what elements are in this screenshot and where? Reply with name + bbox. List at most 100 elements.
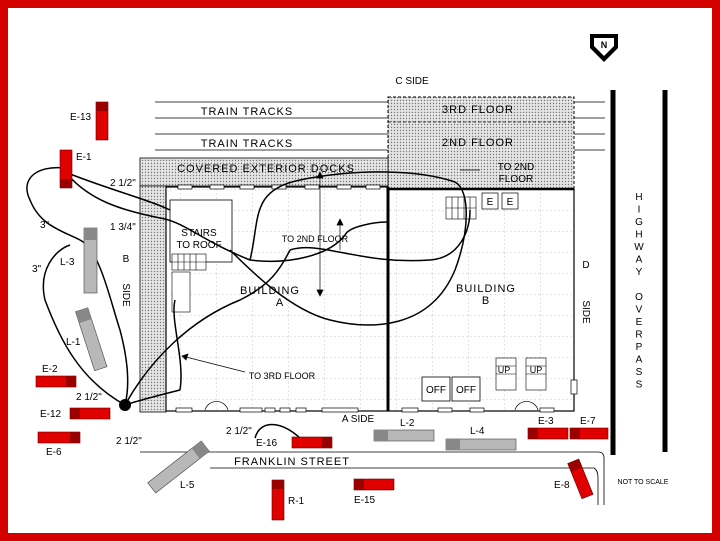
highway-letter: G	[635, 217, 643, 228]
building-a-label-line1: BUILDING	[240, 285, 300, 297]
b-side-label-line2: SIDE	[120, 283, 131, 307]
second-floor-label: 2ND FLOOR	[442, 137, 514, 149]
highway-letter: A	[636, 255, 643, 266]
engine-e1-icon	[59, 149, 73, 189]
label-l5: L-5	[180, 480, 195, 491]
door-swing-b	[514, 401, 539, 411]
b-side-dock-area	[139, 185, 167, 413]
stairs-box	[169, 199, 233, 263]
office-label-1: OFF	[426, 385, 446, 396]
highway-letter: H	[635, 230, 642, 241]
highway-letter: V	[636, 305, 643, 316]
highway-letter: O	[635, 292, 643, 303]
stairs-shaft-a	[171, 271, 191, 313]
a-side-label: A SIDE	[342, 414, 375, 425]
label-e7: E-7	[580, 416, 596, 427]
label-e15: E-15	[354, 495, 376, 506]
ladder-l2-icon	[373, 429, 435, 442]
to-2nd-floor-note-top-line1: TO 2ND	[498, 162, 535, 173]
highway-letter: I	[638, 205, 641, 216]
to-2nd-floor-note-a: TO 2ND FLOOR	[282, 234, 349, 244]
highway-letter: W	[634, 242, 644, 253]
highway-letter: H	[635, 192, 642, 203]
label-l2: L-2	[400, 418, 415, 429]
train-tracks-label-bottom: TRAIN TRACKS	[201, 138, 293, 150]
highway-letter: R	[635, 330, 642, 341]
label-e16: E-16	[256, 438, 278, 449]
label-e1: E-1	[76, 152, 92, 163]
building-b-label-line1: BUILDING	[456, 283, 516, 295]
up-stairs-icon	[495, 357, 547, 391]
engine-e13-icon	[95, 101, 109, 141]
highway-letter: E	[636, 317, 643, 328]
stairs-label-line1: STAIRS	[181, 228, 217, 239]
covered-dock-area	[139, 157, 389, 187]
apparatus-layer: E-13 E-1 L-3 L-1 E-2 E-12 E-6 L-5 E-16 R…	[35, 101, 609, 521]
c-side-label: C SIDE	[395, 76, 429, 87]
engine-e16-icon	[291, 436, 333, 449]
hose-size-4: 3"	[32, 264, 42, 275]
engine-e15-icon	[353, 478, 395, 491]
stairs-label-line2: TO ROOF	[176, 240, 221, 251]
north-label: N	[601, 40, 608, 50]
ladder-l1-icon	[75, 307, 108, 372]
elevator-label-1: E	[487, 197, 494, 208]
label-l1: L-1	[66, 337, 81, 348]
engine-e12-icon	[69, 407, 111, 420]
engine-e6-icon	[37, 431, 81, 444]
engine-e3-icon	[527, 427, 569, 440]
label-l3: L-3	[60, 257, 75, 268]
elevator-box-2	[501, 192, 519, 210]
to-3rd-floor-note: TO 3RD FLOOR	[249, 371, 316, 381]
ladder-l4-icon	[445, 438, 517, 451]
hose-size-7: 2 1/2"	[226, 426, 252, 437]
highway-letter: S	[636, 380, 643, 391]
third-floor-label: 3RD FLOOR	[442, 104, 514, 116]
a-side-doors	[175, 407, 555, 413]
ladder-l3-icon	[83, 227, 98, 294]
highway-letter: A	[636, 355, 643, 366]
rescue-r1-icon	[271, 479, 285, 521]
office-label-2: OFF	[456, 385, 476, 396]
label-e13: E-13	[70, 112, 92, 123]
label-e6: E-6	[46, 447, 62, 458]
stairway-icon-b	[445, 196, 477, 220]
elevator-box-1	[481, 192, 499, 210]
hose-size-1: 2 1/2"	[110, 178, 136, 189]
label-r1: R-1	[288, 496, 305, 507]
elevator-label-2: E	[507, 197, 514, 208]
d-side-door	[570, 379, 578, 395]
north-arrow-icon: N	[590, 34, 618, 62]
building-a-label-line2: A	[276, 297, 284, 309]
b-side-label-line1: B	[123, 254, 130, 265]
engine-e7-icon	[569, 427, 609, 440]
train-tracks-label-top: TRAIN TRACKS	[201, 106, 293, 118]
hose-size-3: 3"	[40, 220, 50, 231]
door-swing-a	[204, 401, 229, 411]
d-side-label-line1: D	[582, 260, 589, 271]
d-side-label-line2: SIDE	[580, 300, 591, 324]
up-label-1: UP	[498, 365, 511, 375]
office-box-1	[421, 376, 451, 402]
to-2nd-floor-note-top-line2: FLOOR	[499, 174, 533, 185]
stairway-icon-a	[171, 253, 207, 271]
office-box-2	[451, 376, 481, 402]
hose-size-2: 1 3/4"	[110, 222, 136, 233]
hose-lines	[26, 166, 471, 439]
direction-arrows	[181, 169, 480, 373]
up-label-2: UP	[530, 365, 543, 375]
hose-manifold-icon	[119, 399, 131, 411]
street-label: FRANKLIN STREET	[234, 456, 350, 468]
engine-e2-icon	[35, 375, 77, 388]
building-b-label-line2: B	[482, 295, 490, 307]
hose-size-5: 2 1/2"	[76, 392, 102, 403]
ladder-l5-icon	[147, 440, 210, 494]
highway-letter: S	[636, 367, 643, 378]
label-e8: E-8	[554, 480, 570, 491]
hose-size-6: 2 1/2"	[116, 436, 142, 447]
not-to-scale-note: NOT TO SCALE	[618, 479, 669, 486]
label-e2: E-2	[42, 364, 58, 375]
